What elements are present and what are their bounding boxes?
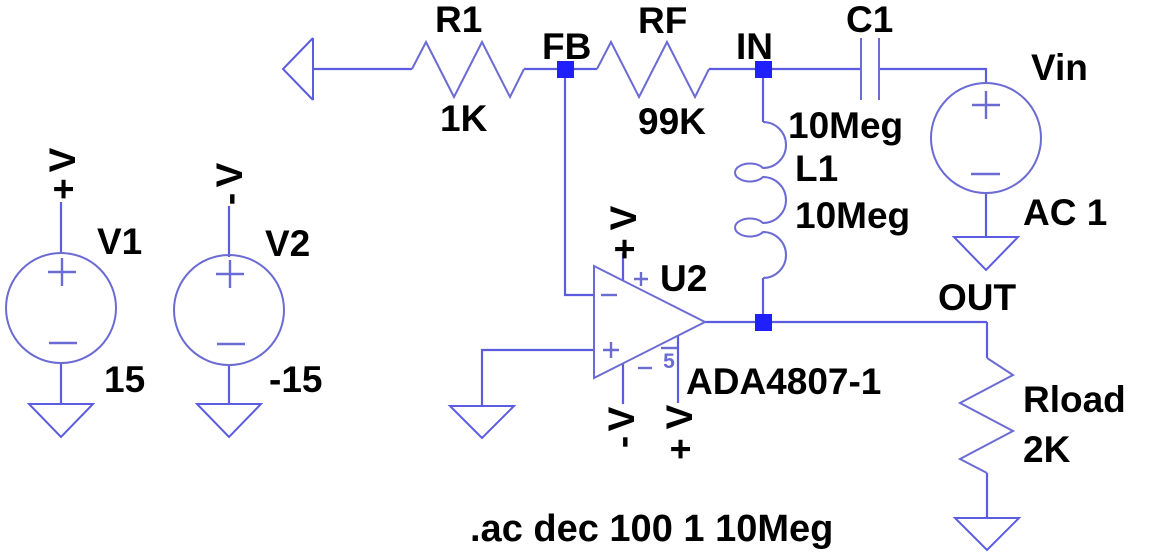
source-body[interactable] [5,252,117,364]
component-value[interactable]: 10Meg [795,195,910,236]
component-name[interactable]: R1 [435,0,482,40]
wires[interactable] [59,67,989,518]
component-value[interactable]: 15 [104,359,145,400]
ground-symbol[interactable] [194,403,264,439]
component-value[interactable]: AC 1 [1023,192,1107,233]
component-value[interactable]: 99K [638,101,706,142]
net-flag-letter: V [601,406,642,431]
powerdown-pin-number: 5 [663,350,675,373]
wire[interactable] [879,67,988,83]
opamp-triangle[interactable] [593,264,708,380]
net-label-IN[interactable]: IN [736,26,773,67]
net-flag-letter: V [659,404,700,429]
component-value[interactable]: 10Meg [788,105,903,146]
ground-symbols[interactable] [26,37,1022,552]
component-value[interactable]: 2K [1023,429,1071,470]
component-name[interactable]: RF [638,0,687,41]
net-flag-sign: + [604,238,645,260]
capacitor-C1[interactable]: C1 10Meg [788,0,903,146]
component-name[interactable]: V1 [97,221,142,262]
capacitor-body[interactable] [860,38,880,100]
net-label-FB[interactable]: FB [542,26,591,67]
resistor-R1[interactable]: R1 1K [411,0,525,139]
net-flag-vminus[interactable]: V - [209,162,250,205]
node-junction-IN[interactable] [755,61,772,78]
plus-marking [48,258,76,286]
ground-symbol[interactable] [447,405,517,440]
resistor-body[interactable] [411,39,525,100]
net-flag-sign: + [660,438,701,460]
resistor-body[interactable] [957,357,1016,474]
ground-symbol[interactable] [951,236,1021,272]
net-flag-vplus[interactable]: V + [42,147,84,199]
resistor-body[interactable] [596,39,710,100]
inductor-body[interactable] [734,121,787,279]
ground-symbol[interactable] [952,517,1022,552]
ground-symbol[interactable] [26,403,96,439]
node-junction-FB[interactable] [557,61,574,78]
component-name[interactable]: C1 [846,0,893,40]
component-name[interactable]: V2 [265,223,310,264]
wire[interactable] [480,348,594,406]
resistor-Rload[interactable]: Rload 2K [957,357,1126,474]
component-value[interactable]: -15 [269,359,322,400]
net-flag-sign: - [602,436,643,448]
resistor-RF[interactable]: RF 99K [596,0,710,142]
net-flag-letter: V [42,147,83,172]
net-flag-sign: - [209,193,250,205]
spice-directive[interactable]: .ac dec 100 1 10Meg [470,508,833,550]
voltage-source-V1[interactable]: V1 15 V + [5,147,145,400]
net-flag-vplus-bottom[interactable]: V + [659,404,701,459]
voltage-source-V2[interactable]: V2 -15 V - [173,162,322,400]
component-name[interactable]: Rload [1023,379,1126,420]
component-name[interactable]: U2 [660,258,707,299]
net-flag-vminus-bottom[interactable]: V - [601,406,643,448]
source-body[interactable] [173,254,285,366]
component-value[interactable]: ADA4807-1 [686,361,881,402]
net-label-OUT[interactable]: OUT [938,277,1017,318]
noninverting-input-marking [603,342,619,358]
opamp-U2[interactable]: 5 U2 ADA4807-1 V + V - V + [593,205,881,460]
node-junction-OUT[interactable] [755,314,772,331]
voltage-source-Vin[interactable]: Vin AC 1 [930,47,1107,233]
plus-marking [972,91,1000,119]
ground-symbol-left[interactable] [281,37,314,101]
net-flag-letter: V [603,205,644,230]
node-junctions[interactable] [557,61,772,331]
plus-marking [216,260,244,288]
source-body[interactable] [930,82,1042,194]
net-flag-sign: + [43,178,84,200]
net-flag-letter: V [209,162,250,187]
inductor-L1[interactable]: L1 10Meg [734,121,910,279]
net-labels[interactable]: FB IN OUT [542,26,1017,318]
wire[interactable] [563,69,594,297]
vplus-supply-marking [634,272,648,286]
component-value[interactable]: 1K [440,98,488,139]
component-name[interactable]: L1 [795,148,838,189]
component-name[interactable]: Vin [1031,47,1088,88]
net-flag-vplus-top[interactable]: V + [603,205,645,259]
